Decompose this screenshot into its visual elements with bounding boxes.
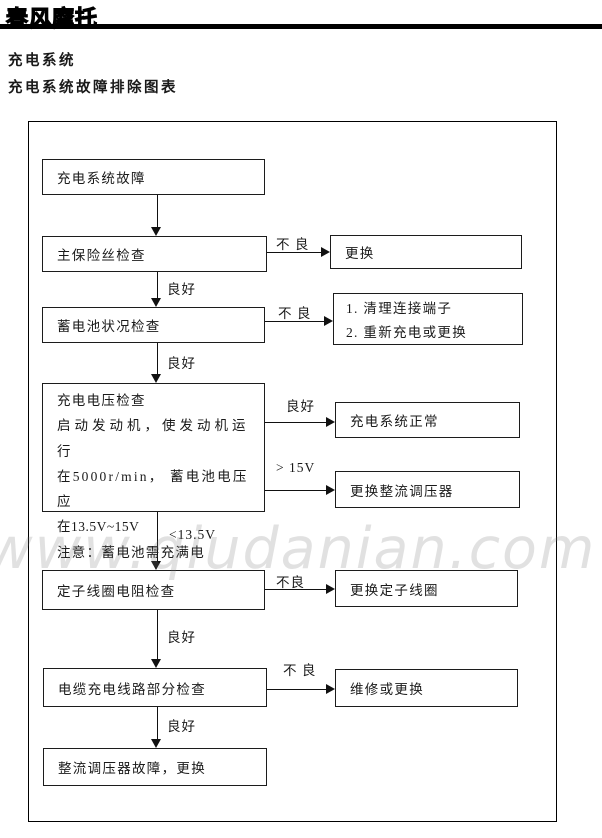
label-fuse-good: 良好 (167, 282, 196, 297)
node-cable-check: 电缆充电线路部分检查 (43, 668, 267, 707)
node-charging-fault: 充电系统故障 (42, 159, 265, 195)
label-cable-good: 良好 (167, 719, 196, 734)
connector-voltage-good (265, 416, 335, 427)
voltage-check-line: 在5000r/min， 蓄电池电压应 (57, 468, 249, 510)
label-fuse-bad: 不 良 (276, 237, 310, 252)
connector-stator-bad (265, 583, 335, 594)
node-battery-check: 蓄电池状况检查 (42, 307, 265, 343)
label-stator-bad: 不良 (276, 575, 305, 590)
label-cable-bad: 不 良 (283, 663, 317, 678)
section-title: 充电系统 (8, 53, 76, 69)
arrow-battery-to-voltage (151, 343, 162, 383)
battery-remedy-line: 1. 清理连接端子 (346, 301, 453, 316)
label-stator-good: 良好 (167, 630, 196, 645)
label-battery-bad: 不 良 (278, 306, 312, 321)
arrow-cable-to-fault (151, 707, 162, 748)
node-battery-remedy: 1. 清理连接端子 2. 重新充电或更换 (333, 293, 523, 345)
voltage-check-line: 在13.5V~15V (57, 519, 140, 535)
voltage-check-line: 注意：蓄电池需充满电 (57, 544, 205, 560)
node-replace-regulator: 更换整流调压器 (335, 471, 520, 508)
label-voltage-good: 良好 (286, 399, 315, 414)
label-battery-good: 良好 (167, 356, 196, 371)
battery-remedy-line: 2. 重新充电或更换 (346, 324, 467, 340)
voltage-check-line: 启动发动机，使发动机运行 (57, 418, 250, 459)
arrow-start-to-fuse (151, 195, 162, 236)
connector-cable-bad (267, 683, 335, 694)
arrow-fuse-to-battery (151, 272, 162, 307)
node-voltage-check: 充电电压检查 启动发动机，使发动机运行 在5000r/min， 蓄电池电压应 在… (42, 383, 265, 560)
node-repair-or-replace: 维修或更换 (335, 669, 518, 707)
node-replace: 更换 (330, 235, 522, 269)
node-regulator-fault: 整流调压器故障，更换 (43, 748, 267, 786)
node-stator-check: 定子线圈电阻检查 (42, 570, 265, 610)
node-fuse-check: 主保险丝检查 (42, 236, 267, 272)
flowchart-frame (28, 121, 557, 822)
label-over-15v: > 15V (276, 460, 316, 475)
node-system-normal: 充电系统正常 (335, 402, 520, 438)
label-under-13-5v: <13.5V (169, 527, 216, 542)
diagram-title: 充电系统故障排除图表 (8, 80, 178, 96)
connector-battery-bad (265, 315, 333, 326)
connector-voltage-over15 (265, 484, 335, 495)
arrow-voltage-to-stator (151, 512, 162, 570)
connector-fuse-bad (267, 246, 330, 257)
voltage-check-line: 充电电压检查 (57, 393, 146, 408)
arrow-stator-to-cable (151, 610, 162, 668)
node-replace-stator: 更换定子线圈 (335, 570, 518, 607)
header-divider (0, 24, 602, 29)
